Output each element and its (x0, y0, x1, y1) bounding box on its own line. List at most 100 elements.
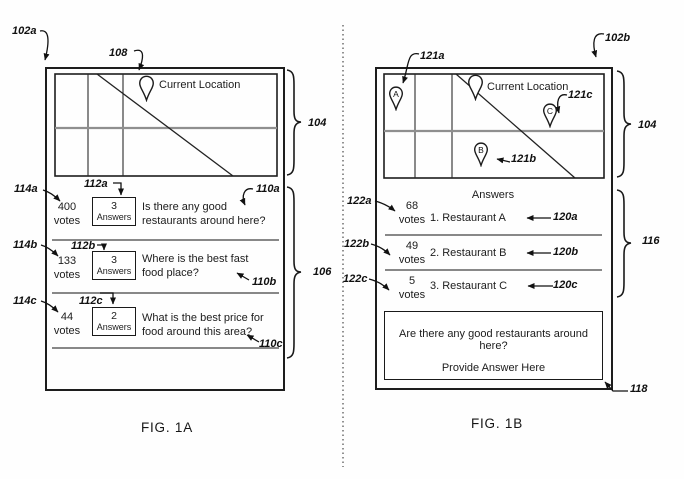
ref-arrow-122c (368, 278, 390, 291)
ref-112c: 112c (79, 295, 103, 307)
ref-arrow-114c (40, 300, 59, 313)
answers-button-row3: 2 Answers (92, 307, 136, 336)
ref-104-fig1b: 104 (638, 119, 657, 131)
question-line: food place? (142, 267, 199, 279)
ref-112a: 112a (84, 178, 108, 190)
vote-word: votes (398, 253, 426, 266)
ref-106: 106 (313, 266, 332, 278)
answers-title: Answers (471, 189, 515, 201)
ref-104-fig1a: 104 (308, 117, 327, 129)
ref-122a: 122a (347, 195, 372, 207)
ref-114a: 114a (14, 183, 38, 195)
device-frame-fig1b (375, 67, 613, 390)
ref-121b: 121b (511, 153, 537, 165)
ref-arrow-102a (39, 30, 50, 61)
ref-120b: 120b (553, 246, 579, 258)
ref-102a: 102a (12, 25, 37, 37)
ref-110c: 110c (259, 338, 283, 350)
current-location-pin-fig1a (139, 75, 154, 107)
vote-number: 44 (60, 311, 74, 323)
question-line: What is the best price for (142, 312, 264, 324)
vote-word: votes (398, 213, 426, 226)
answer-item-1: 1. Restaurant A (430, 212, 506, 224)
answers-button-row1: 3 Answers (92, 197, 136, 226)
map-fig1a (54, 73, 278, 177)
pin-letter-c: C (546, 106, 554, 116)
question-line: Where is the best fast (142, 253, 249, 265)
vote-word: votes (53, 214, 81, 227)
map-pin-c: C (542, 103, 558, 133)
question-text-row3: What is the best price for food around t… (142, 311, 264, 339)
answers-word: Answers (96, 266, 132, 276)
map-pin-b: B (473, 142, 489, 172)
answer-item-3: 3. Restaurant C (430, 280, 508, 292)
ref-arrow-114b (40, 244, 59, 257)
ref-108: 108 (109, 47, 128, 59)
pin-letter-b: B (478, 145, 484, 155)
answer-box-question: Are there any good restaurants around he… (399, 328, 588, 352)
answers-count: 3 (111, 254, 117, 266)
ref-118: 118 (630, 383, 648, 395)
ref-122b: 122b (344, 238, 370, 250)
ref-114c: 114c (13, 295, 37, 307)
ref-122c: 122c (343, 273, 368, 285)
vote-number: 5 (408, 275, 416, 287)
vote-number: 68 (405, 200, 419, 212)
ref-arrow-102b (591, 33, 605, 58)
ref-112b: 112b (71, 240, 96, 252)
answer-item-2: 2. Restaurant B (430, 247, 507, 259)
question-line: Is there any good (142, 201, 228, 213)
caption-fig1a: FIG. 1A (140, 420, 194, 435)
brace-104-fig1a (286, 69, 302, 176)
brace-104-fig1b (616, 70, 632, 178)
provide-answer-box: Are there any good restaurants around he… (384, 311, 603, 380)
ref-114b: 114b (13, 239, 38, 251)
current-location-label-fig1a: Current Location (159, 79, 241, 91)
pin-letter-a: A (393, 89, 399, 99)
vote-count-row1: 400 votes (46, 201, 88, 228)
ref-arrow-110b (236, 272, 250, 281)
answers-count: 2 (111, 310, 117, 322)
ref-116: 116 (642, 235, 660, 247)
vote-number: 133 (57, 255, 77, 267)
vote-number: 49 (405, 240, 419, 252)
ref-102b: 102b (605, 32, 631, 44)
ref-arrow-122b (370, 243, 391, 256)
vote-word: votes (53, 268, 81, 281)
ref-arrow-121b (496, 157, 511, 164)
ref-arrow-110a (239, 188, 254, 206)
ref-arrow-121a (402, 52, 420, 84)
ref-120a: 120a (553, 211, 578, 223)
ref-110b: 110b (252, 276, 277, 288)
ref-arrow-114a (42, 189, 61, 202)
device-frame-fig1a (45, 67, 285, 391)
vote-word: votes (53, 324, 81, 337)
answers-word: Answers (96, 322, 132, 332)
vote-count-row3: 44 votes (46, 311, 88, 338)
ref-120c: 120c (553, 279, 578, 291)
answers-word: Answers (96, 212, 132, 222)
ref-arrow-110c (246, 334, 260, 343)
vote-word: votes (398, 288, 426, 301)
brace-106-fig1a (286, 186, 302, 359)
ref-110a: 110a (256, 183, 280, 195)
vote-count-answer3: 5 votes (391, 275, 433, 302)
brace-116-fig1b (616, 189, 632, 298)
map-fig1b (383, 73, 605, 179)
vote-count-answer1: 68 votes (391, 200, 433, 227)
vote-number: 400 (57, 201, 77, 213)
vote-count-answer2: 49 votes (391, 240, 433, 267)
map-road-diagonal (96, 73, 234, 177)
ref-121a: 121a (420, 50, 445, 62)
ref-arrow-118 (604, 381, 628, 392)
answer-box-prompt: Provide Answer Here (441, 362, 546, 374)
ref-arrow-121c (554, 94, 568, 114)
ref-121c: 121c (568, 89, 593, 101)
question-line: restaurants around here? (142, 215, 266, 227)
ref-arrow-112c (100, 292, 116, 305)
ref-arrow-112a (113, 182, 124, 196)
question-line: food around this area? (142, 326, 253, 338)
ref-arrow-108 (133, 49, 145, 71)
